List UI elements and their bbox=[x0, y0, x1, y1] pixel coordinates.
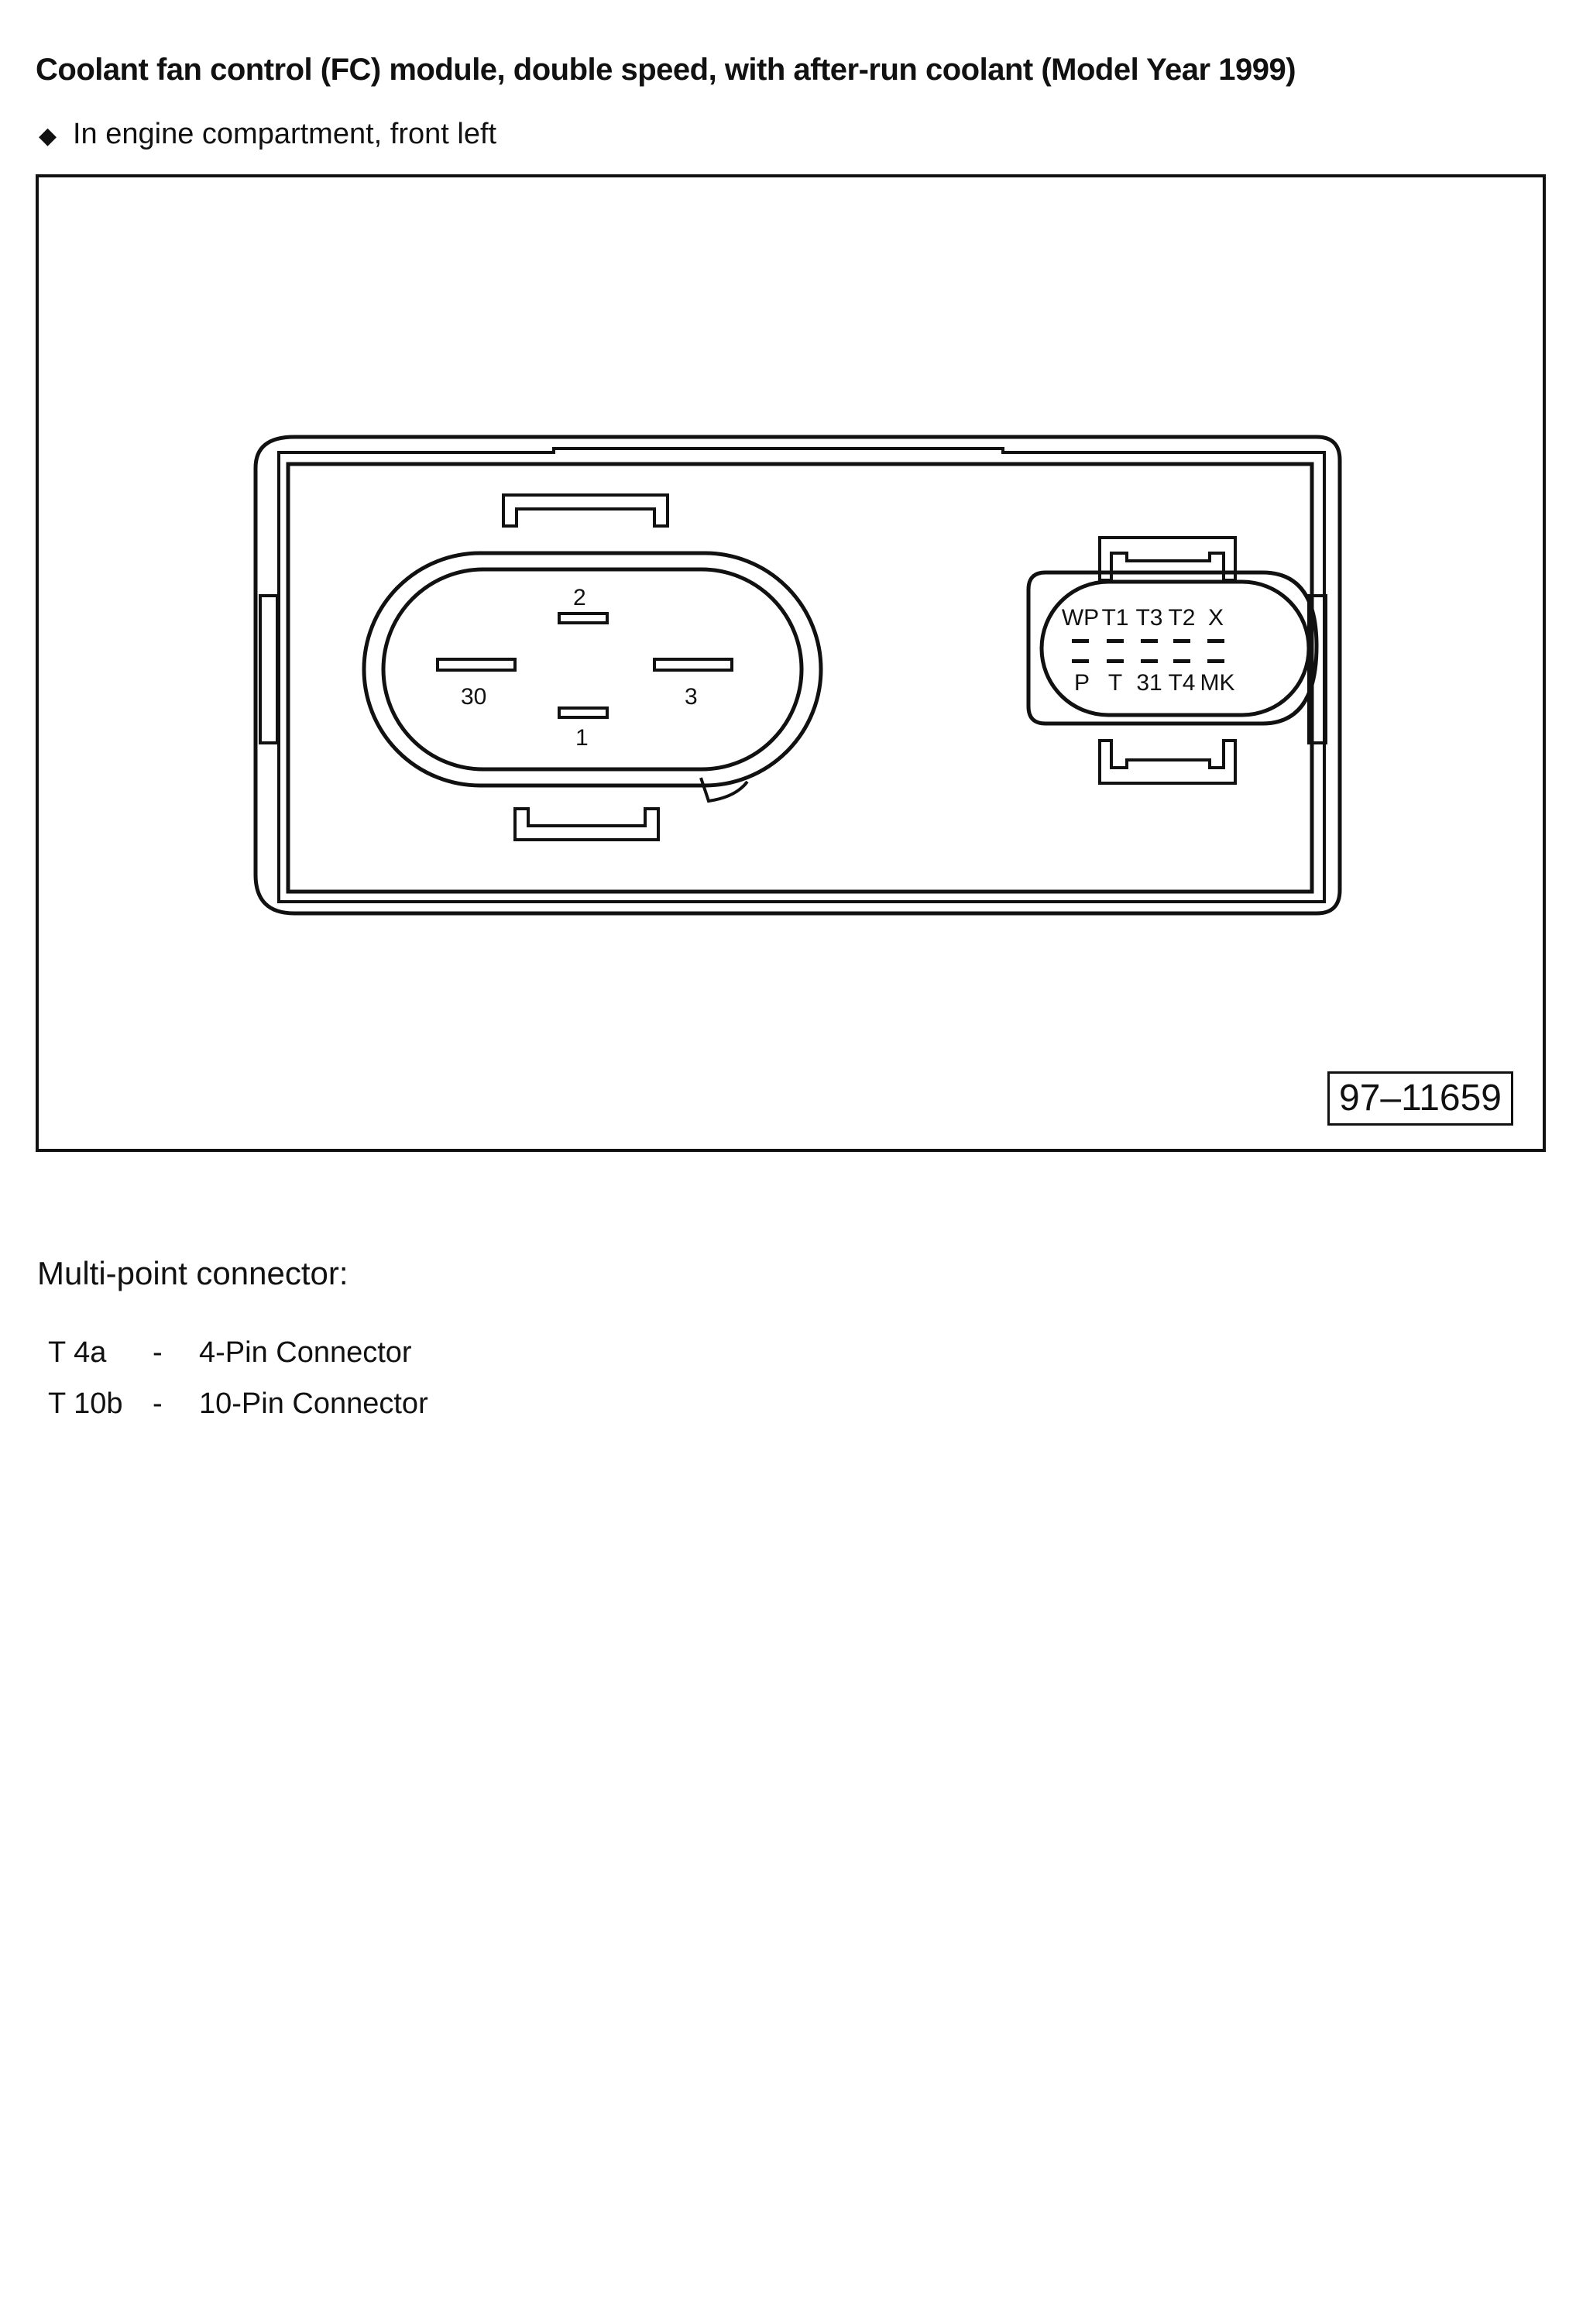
contact-10pin-bottom-3 bbox=[1141, 659, 1158, 663]
bracket-bottom-4pin bbox=[513, 807, 660, 841]
pin-label-t1: T1 bbox=[1101, 605, 1128, 631]
pin-label-31: 31 bbox=[1136, 670, 1162, 696]
location-note: ◆ In engine compartment, front left bbox=[39, 118, 496, 151]
pin-label-3: 3 bbox=[685, 684, 698, 710]
legend-description: 4-Pin Connector bbox=[199, 1336, 412, 1369]
legend-dash: - bbox=[153, 1336, 163, 1369]
housing-rim bbox=[277, 447, 1326, 903]
left-tab bbox=[259, 594, 279, 744]
contact-10pin-bottom-2 bbox=[1107, 659, 1124, 663]
location-text: In engine compartment, front left bbox=[73, 118, 497, 150]
connector-10pin-inner bbox=[1039, 579, 1311, 717]
page-title: Coolant fan control (FC) module, double … bbox=[36, 53, 1296, 87]
figure-number: 97–11659 bbox=[1327, 1071, 1513, 1126]
pin-label-t4: T4 bbox=[1168, 670, 1195, 696]
connector-4pin-outer bbox=[362, 551, 823, 788]
pin-label-p: P bbox=[1074, 670, 1090, 696]
bracket-top-4pin bbox=[502, 493, 669, 528]
pin-1 bbox=[558, 706, 609, 719]
contact-10pin-top-2 bbox=[1107, 639, 1124, 643]
pin-label-mk: MK bbox=[1200, 670, 1235, 696]
pin-3 bbox=[653, 658, 733, 672]
pin-label-x: X bbox=[1208, 605, 1224, 631]
legend-code: T 10b bbox=[48, 1387, 123, 1420]
contact-10pin-bottom-5 bbox=[1207, 659, 1224, 663]
contact-10pin-top-4 bbox=[1173, 639, 1190, 643]
contact-10pin-top-3 bbox=[1141, 639, 1158, 643]
module-drawing: 2 30 3 1 WP T1 T3 T2 X P T 31 T4 MK bbox=[253, 435, 1342, 916]
pin-label-30: 30 bbox=[461, 684, 486, 710]
pin-label-t2: T2 bbox=[1168, 605, 1195, 631]
pin-label-wp: WP bbox=[1062, 605, 1099, 631]
diamond-bullet-icon: ◆ bbox=[39, 123, 57, 149]
section-label: Multi-point connector: bbox=[37, 1255, 349, 1291]
bracket-top-10pin bbox=[1098, 536, 1237, 582]
pin-30 bbox=[436, 658, 517, 672]
contact-10pin-top-1 bbox=[1072, 639, 1089, 643]
contact-10pin-bottom-4 bbox=[1173, 659, 1190, 663]
pin-label-t: T bbox=[1108, 670, 1122, 696]
connector-4pin-inner bbox=[381, 567, 804, 772]
legend-description: 10-Pin Connector bbox=[199, 1387, 428, 1420]
right-tab bbox=[1307, 594, 1327, 744]
pin-label-2: 2 bbox=[573, 585, 586, 610]
pin-label-1: 1 bbox=[575, 725, 589, 751]
bracket-bottom-10pin bbox=[1098, 739, 1237, 785]
connector-4pin-latch bbox=[699, 777, 749, 803]
housing-outer bbox=[253, 435, 1342, 916]
legend-dash: - bbox=[153, 1387, 163, 1420]
connector-10pin-outer bbox=[1026, 570, 1319, 726]
contact-10pin-top-5 bbox=[1207, 639, 1224, 643]
pin-label-t3: T3 bbox=[1135, 605, 1162, 631]
legend-code: T 4a bbox=[48, 1336, 107, 1369]
module-diagram: 2 30 3 1 WP T1 T3 T2 X P T 31 T4 MK 97–1… bbox=[36, 174, 1546, 1152]
contact-10pin-bottom-1 bbox=[1072, 659, 1089, 663]
pin-2 bbox=[558, 612, 609, 624]
